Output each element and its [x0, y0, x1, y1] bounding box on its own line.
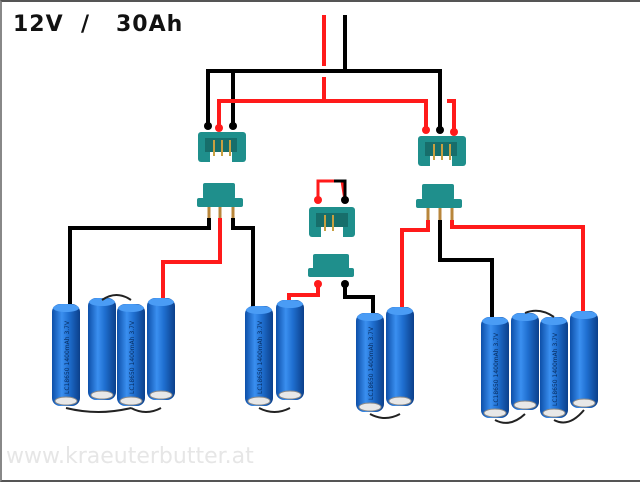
cell-jumper-wire [524, 309, 555, 318]
battery-label: LC18650 1400mAh 3.7V [129, 320, 136, 394]
cell-jumper-wire [101, 294, 132, 301]
battery-cell [88, 298, 116, 400]
cell-jumper-wire [258, 407, 291, 413]
battery-label: LC18650 1400mAh 3.7V [64, 320, 71, 394]
cell-jumper-wire [553, 409, 585, 424]
pack-wires [68, 218, 585, 318]
connector-mid-left [197, 183, 243, 218]
battery-cell [147, 298, 175, 400]
battery-cell: LC18650 1400mAh 3.7V [540, 317, 568, 418]
cell-jumper-wire [494, 413, 526, 424]
battery-cell [511, 313, 539, 410]
battery-cell [386, 307, 414, 406]
watermark: www.kraeuterbutter.at [6, 444, 254, 469]
battery-cell [276, 300, 304, 400]
battery-label: LC18650 1400mAh 3.7V [493, 332, 500, 406]
battery-cell: LC18650 1400mAh 3.7V [245, 306, 273, 406]
battery-cell: LC18650 1400mAh 3.7V [356, 313, 384, 412]
connector-top-left [198, 132, 246, 162]
battery-label: LC18650 1400mAh 3.7V [257, 320, 264, 394]
connector-center-lower [308, 254, 354, 288]
cell-jumper-wire [369, 413, 401, 419]
battery-cell: LC18650 1400mAh 3.7V [117, 304, 145, 406]
battery-cell [570, 311, 598, 408]
battery-label: LC18650 1400mAh 3.7V [552, 332, 559, 406]
negative-bus [206, 69, 442, 130]
cell-jumper-wire [130, 407, 162, 413]
connector-center-upper [309, 179, 355, 237]
battery-cell: LC18650 1400mAh 3.7V [481, 317, 509, 418]
connector-top-right [418, 136, 466, 166]
diagram-title: 12V / 30Ah [13, 12, 184, 37]
battery-cell: LC18650 1400mAh 3.7V [52, 304, 80, 406]
connector-mid-right [416, 184, 462, 220]
positive-bus [217, 99, 428, 130]
battery-label: LC18650 1400mAh 3.7V [368, 326, 375, 400]
main-leads [204, 15, 458, 136]
cell-jumper-wire [65, 407, 132, 413]
